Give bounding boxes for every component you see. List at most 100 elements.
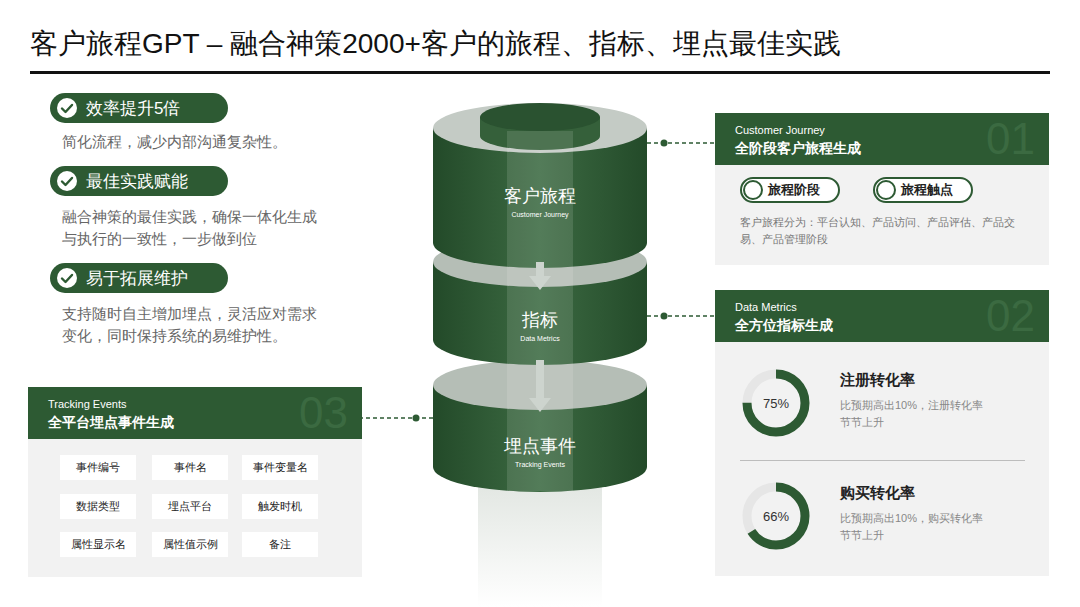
flow-arrow (536, 262, 544, 280)
cell-text: 属性显示名 (71, 537, 126, 552)
text-holder: Data Metrics (735, 301, 797, 313)
panel-subtitle: Customer Journey (735, 124, 825, 136)
feature-description: 融合神策的最佳实践，确保一体化生成与执行的一致性，一步做到位 (62, 206, 324, 250)
donut-chart: 75% (742, 369, 810, 437)
feature-pill: 效率提升5倍 (50, 93, 228, 123)
cell-text: 事件编号 (76, 460, 120, 475)
leader-dot (413, 415, 420, 422)
field-cell: 事件变量名 (242, 455, 318, 480)
check-mark (62, 275, 72, 282)
text-holder: 支持随时自主增加埋点，灵活应对需求变化，同时保持系统的易维护性。 (62, 303, 324, 347)
flow-arrow (536, 360, 544, 402)
cylinder-layer: 指标 Data Metrics (433, 290, 647, 360)
panel-note: 客户旅程分为：平台认知、产品访问、产品评估、产品交易、产品管理阶段 (740, 214, 1015, 248)
toggle-knob (743, 180, 763, 200)
field-cell: 备注 (242, 532, 318, 557)
metric-description: 比预期高出10%，注册转化率节节上升 (840, 397, 988, 430)
leader-line (647, 142, 715, 144)
text-holder: 注册转化率 (840, 371, 1020, 390)
text-holder: 融合神策的最佳实践，确保一体化生成与执行的一致性，一步做到位 (62, 206, 324, 250)
donut-value: 75% (763, 396, 789, 411)
pill-text: 最佳实践赋能 (86, 170, 188, 193)
field-cell: 属性显示名 (60, 532, 136, 557)
metric-title: 购买转化率 (840, 484, 1020, 503)
callout-number: 03 (299, 387, 348, 439)
text-holder: 简化流程，减少内部沟通复杂性。 (62, 131, 342, 153)
divider-line (740, 460, 1025, 461)
panel-title: 全方位指标生成 (735, 317, 833, 335)
donut-chart: 66% (742, 482, 810, 550)
leader-line (647, 315, 715, 317)
text-holder: 02 (986, 290, 1035, 342)
text-holder: 购买转化率 (840, 484, 1020, 503)
feature-description: 支持随时自主增加埋点，灵活应对需求变化，同时保持系统的易维护性。 (62, 303, 324, 347)
metric-title: 注册转化率 (840, 371, 1020, 390)
layer-title: 指标 (522, 308, 558, 332)
layer-title: 客户旅程 (504, 184, 576, 208)
text-holder: 全阶段客户旅程生成 (735, 140, 861, 158)
check-icon (56, 267, 78, 289)
callout-number: 02 (986, 290, 1035, 342)
leader-dot (661, 140, 668, 147)
cylinder-layer: 客户旅程 Customer Journey (433, 140, 647, 262)
text-holder: 比预期高出10%，注册转化率节节上升 (840, 397, 988, 430)
toggle-knob (876, 180, 896, 200)
text-holder: 客户旅程分为：平台认知、产品访问、产品评估、产品交易、产品管理阶段 (740, 214, 1015, 248)
title-rule (30, 71, 1050, 74)
check-icon (56, 97, 78, 119)
field-cell: 埋点平台 (152, 494, 228, 519)
feature-pill: 易于拓展维护 (50, 263, 228, 293)
check-mark (62, 105, 72, 112)
field-cell: 触发时机 (242, 494, 318, 519)
cell-text: 埋点平台 (168, 499, 212, 514)
field-cell: 数据类型 (60, 494, 136, 519)
connector (362, 415, 433, 422)
layer-title: 埋点事件 (504, 434, 576, 458)
donut-arc (747, 487, 805, 545)
callout-number: 01 (986, 113, 1035, 165)
feature-pill: 最佳实践赋能 (50, 166, 228, 196)
cell-text: 触发时机 (258, 499, 302, 514)
check-circle (57, 98, 77, 118)
inner-cylinder-top (480, 103, 600, 131)
connector (540, 360, 541, 402)
layer-subtitle: Tracking Events (515, 461, 565, 468)
check-circle (57, 171, 77, 191)
field-cell: 事件编号 (60, 455, 136, 480)
leader-line (362, 417, 433, 419)
text-holder: 全平台埋点事件生成 (48, 414, 174, 432)
check-circle (57, 268, 77, 288)
panel-subtitle: Tracking Events (48, 398, 126, 410)
panel-subtitle: Data Metrics (735, 301, 797, 313)
field-cell: 事件名 (152, 455, 228, 480)
toggle-pill: 旅程阶段 (740, 177, 840, 203)
connector (540, 262, 541, 280)
pill-text: 易于拓展维护 (86, 267, 188, 290)
donut-value: 66% (763, 509, 789, 524)
metric-description: 比预期高出10%，购买转化率节节上升 (840, 510, 988, 543)
layer-subtitle: Customer Journey (511, 211, 568, 218)
donut-track (747, 374, 805, 432)
feature-description: 简化流程，减少内部沟通复杂性。 (62, 131, 342, 153)
text-holder: Customer Journey (735, 124, 825, 136)
info-panel: Customer Journey 全阶段客户旅程生成 01 客户旅程分为：平台认知、产… (715, 113, 1049, 265)
page-title: 客户旅程GPT – 融合神策2000+客户的旅程、指标、埋点最佳实践 (30, 24, 841, 64)
field-cell: 属性值示例 (152, 532, 228, 557)
cell-text: 事件名 (174, 460, 207, 475)
donut-arc (747, 374, 805, 432)
panel-title: 全阶段客户旅程生成 (735, 140, 861, 158)
check-mark (62, 178, 72, 185)
leader-dot (661, 313, 668, 320)
cell-text: 备注 (269, 537, 291, 552)
text-holder: 01 (986, 113, 1035, 165)
text-holder: 全方位指标生成 (735, 317, 833, 335)
connector (647, 313, 715, 320)
text-holder: 比预期高出10%，购买转化率节节上升 (840, 510, 988, 543)
toggle-pill: 旅程触点 (873, 177, 973, 203)
info-panel: Tracking Events 全平台埋点事件生成 03 事件编号 事件名 事件变量名数据… (28, 387, 362, 577)
text-holder: 03 (299, 387, 348, 439)
layer-subtitle: Data Metrics (520, 335, 559, 342)
cylinder-layer: 埋点事件 Tracking Events (433, 412, 647, 490)
pill-text: 效率提升5倍 (86, 97, 180, 120)
text-holder: Tracking Events (48, 398, 126, 410)
